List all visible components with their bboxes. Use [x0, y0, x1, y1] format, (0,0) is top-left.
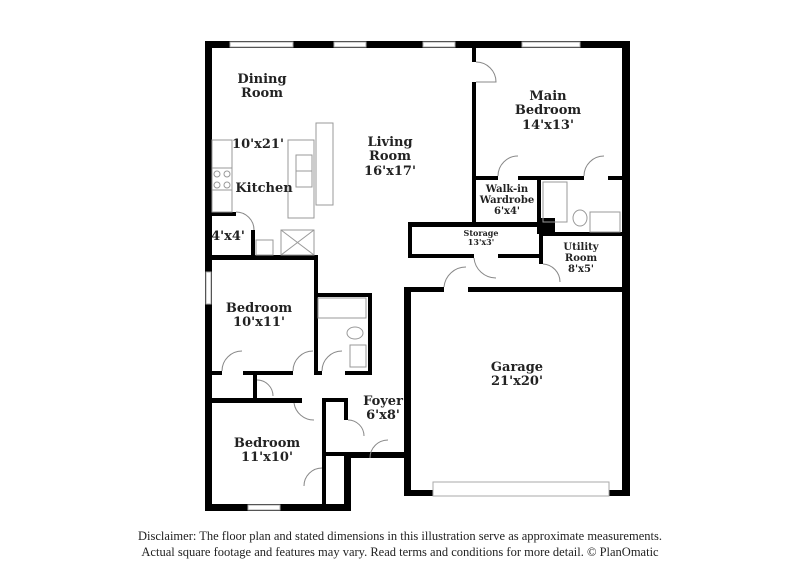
garage-name: Garage: [490, 360, 544, 375]
walkin-dims: 6'x4': [493, 206, 520, 217]
interior-walls: [212, 48, 622, 504]
main-bedroom-dims: 14'x13': [522, 117, 574, 133]
room-dims-pantry: 4'x4': [211, 229, 245, 244]
bedroom-3-name: Bedroom: [233, 436, 301, 451]
room-label-kitchen: Kitchen: [235, 181, 293, 196]
disclaimer-line-1: Disclaimer: The floor plan and stated di…: [138, 529, 662, 543]
garage-dims: 21'x20': [491, 374, 543, 390]
dining-line2: Room: [241, 86, 283, 102]
fixtures: [211, 122, 621, 368]
living-line2: Room: [369, 149, 411, 165]
foyer-dims: 6'x8': [366, 408, 400, 424]
room-label-living: Living Room 16'x17': [364, 135, 416, 179]
bedroom-2-dims: 10'x11': [233, 315, 285, 331]
dining-line1: Dining: [237, 72, 287, 87]
windows: [205, 41, 610, 511]
living-line1: Living: [367, 135, 413, 150]
room-label-storage: Storage 13'x3': [464, 229, 499, 247]
utility-line2: Room: [564, 253, 598, 264]
utility-dims: 8'x5': [567, 264, 595, 275]
disclaimer: Disclaimer: The floor plan and stated di…: [0, 528, 800, 560]
main-bedroom-line1: Main: [529, 89, 567, 104]
storage-dims: 13'x3': [467, 236, 495, 247]
room-label-dining: Dining Room: [237, 72, 287, 102]
bedroom-3-dims: 11'x10': [241, 450, 293, 466]
bedroom-2-name: Bedroom: [225, 301, 293, 316]
foyer-name: Foyer: [363, 394, 403, 409]
room-label-main-bedroom: Main Bedroom 14'x13': [514, 89, 582, 133]
room-dims-kitchen: 10'x21': [232, 137, 284, 152]
utility-line1: Utility: [563, 242, 599, 253]
room-label-bedroom-2: Bedroom 10'x11': [225, 301, 293, 331]
main-bedroom-line2: Bedroom: [514, 103, 582, 119]
door-swings: [221, 61, 605, 487]
room-label-garage: Garage 21'x20': [490, 360, 544, 390]
walkin-line1: Walk-in: [485, 184, 529, 195]
room-label-walkin: Walk-in Wardrobe 6'x4': [480, 184, 534, 217]
room-label-bedroom-3: Bedroom 11'x10': [233, 436, 301, 466]
disclaimer-line-2: Actual square footage and features may v…: [141, 545, 659, 559]
room-label-utility: Utility Room 8'x5': [563, 242, 598, 275]
walkin-line2: Wardrobe: [479, 195, 535, 206]
living-dims: 16'x17': [364, 163, 416, 179]
storage-name: Storage: [463, 228, 499, 238]
room-label-foyer: Foyer 6'x8': [363, 394, 403, 424]
